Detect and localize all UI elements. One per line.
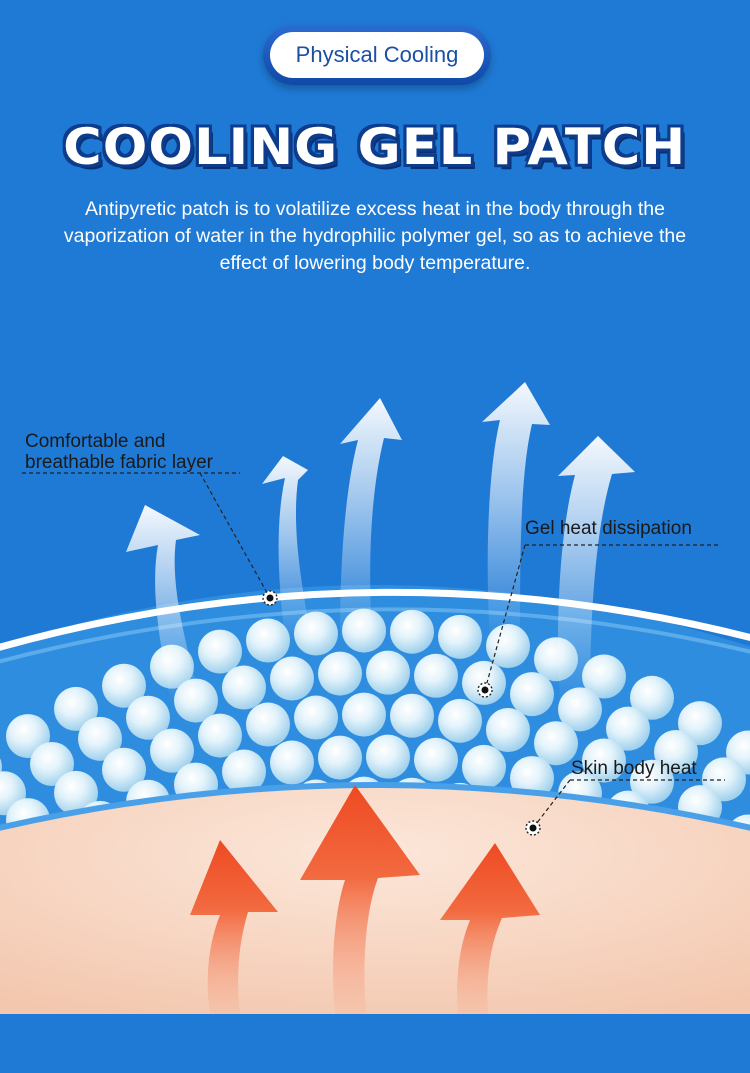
gel-bead: [102, 663, 146, 708]
fabric-label-line1: Comfortable and: [25, 431, 166, 452]
gel-bead: [54, 686, 98, 731]
gel-bead: [438, 698, 482, 743]
physical-cooling-badge: Physical Cooling: [263, 25, 491, 85]
gel-bead: [630, 675, 674, 720]
gel-bead: [582, 654, 626, 699]
cooling-arrow-icon: [126, 382, 635, 700]
bottom-bar: [0, 1014, 750, 1068]
gel-bead: [462, 744, 506, 789]
gel-bead: [366, 650, 410, 695]
gel-bead: [342, 692, 386, 737]
page-title: COOLING GEL PATCH: [0, 118, 750, 176]
gel-bead: [438, 614, 482, 659]
gel-bead: [150, 728, 194, 773]
gel-bead: [318, 651, 362, 696]
gel-bead: [366, 734, 410, 779]
gel-bead: [414, 737, 458, 782]
gel-bead: [246, 618, 290, 663]
gel-bead: [126, 695, 170, 740]
gel-bead: [198, 713, 242, 758]
gel-bead: [534, 721, 578, 766]
gel-bead: [678, 701, 722, 746]
gel-bead: [390, 693, 434, 738]
gel-bead: [486, 708, 530, 753]
gel-bead: [30, 742, 74, 787]
heat-arrow-icon: [190, 785, 540, 1014]
gel-bead: [462, 660, 506, 705]
gel-bead: [510, 672, 554, 717]
gel-bead: [582, 738, 626, 783]
gel-bead: [78, 716, 122, 761]
gel-bead: [270, 740, 314, 785]
skin-heat-label: Skin body heat: [571, 758, 697, 779]
gel-dissipation-label: Gel heat dissipation: [525, 518, 692, 539]
gel-bead: [246, 702, 290, 747]
gel-bead: [54, 770, 98, 815]
page-title-text: COOLING GEL PATCH: [63, 118, 687, 176]
gel-bead: [222, 665, 266, 710]
callout-dot-icon: [262, 590, 541, 836]
gel-bead: [606, 706, 650, 751]
gel-bead: [102, 747, 146, 792]
gel-bead: [222, 749, 266, 794]
gel-bead: [294, 695, 338, 740]
fabric-layer-label: Comfortable and breathable fabric layer: [25, 431, 213, 473]
gel-bead: [198, 629, 242, 674]
gel-bead: [630, 759, 674, 804]
gel-bead: [654, 729, 698, 774]
gel-bead: [270, 656, 314, 701]
description: Antipyretic patch is to volatilize exces…: [63, 198, 687, 274]
fabric-label-line2: breathable fabric layer: [25, 452, 213, 473]
gel-bead: [318, 735, 362, 780]
callout-lines: [22, 472, 725, 829]
badge-label: Physical Cooling: [270, 32, 484, 78]
gel-bead: [390, 609, 434, 654]
gel-bead: [414, 653, 458, 698]
